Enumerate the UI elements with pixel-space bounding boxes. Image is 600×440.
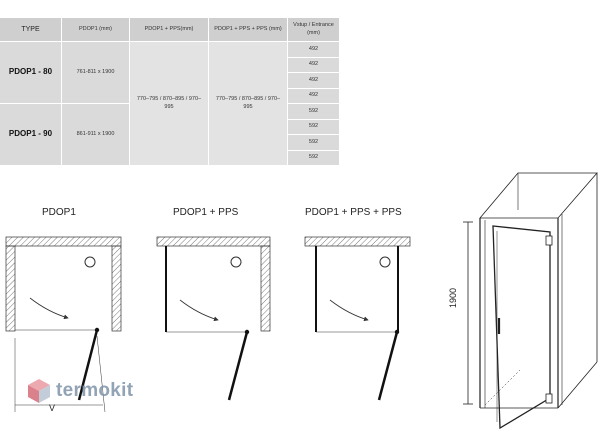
entrance-cell: 492 [288,57,340,73]
entrance-cell: 592 [288,150,340,166]
plan-pdop1-pps [156,236,271,401]
entrance-cell: 592 [288,119,340,135]
header-type: TYPE [0,18,62,42]
height-value: 1900 [448,287,458,308]
entrance-cell: 592 [288,104,340,120]
diagram-label-pdop1: PDOP1 [42,207,76,218]
cube-logo-icon [28,379,50,403]
type-cell: PDOP1 - 80 [0,42,62,104]
entrance-cell: 492 [288,88,340,104]
pps-range-cell: 770–795 / 870–895 / 970–995 [130,42,209,166]
header-entrance: Vstup / Entrance (mm) [288,18,340,42]
header-pdop1-pps-pps: PDOP1 + PPS + PPS (mm) [209,18,288,42]
width-symbol: V [49,403,56,413]
entrance-cell: 592 [288,135,340,151]
perspective-pdop1 [463,172,598,430]
type-cell: PDOP1 - 90 [0,104,62,166]
watermark-text: termokit [56,380,134,401]
diagram-label-pdop1-pps: PDOP1 + PPS [173,207,239,218]
diagram-label-pdop1-pps-pps: PDOP1 + PPS + PPS [305,207,402,218]
entrance-cell: 492 [288,42,340,58]
termokit-watermark: termokit [26,377,133,405]
plan-pdop1-pps-pps [304,236,411,401]
plan-pdop1 [5,236,122,413]
header-pdop1-pps: PDOP1 + PPS(mm) [130,18,209,42]
dimension-cell: 861-911 x 1900 [62,104,130,166]
pps-pps-range-cell: 770–795 / 870–895 / 970–995 [209,42,288,166]
entrance-cell: 492 [288,73,340,89]
header-pdop1: PDOP1 (mm) [62,18,130,42]
dimension-cell: 761-811 x 1900 [62,42,130,104]
spec-table: TYPE PDOP1 (mm) PDOP1 + PPS(mm) PDOP1 + … [0,18,340,166]
